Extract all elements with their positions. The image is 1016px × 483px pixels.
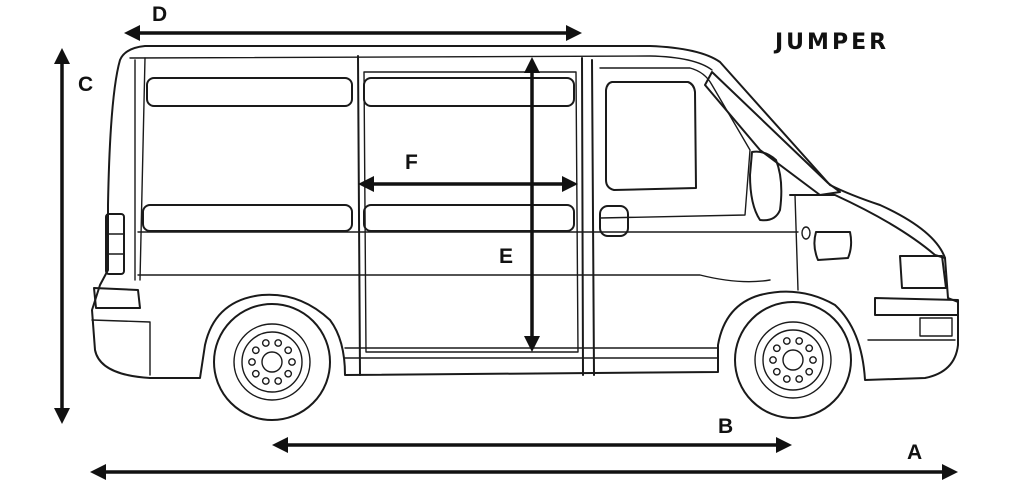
dimension-label-f: F — [405, 151, 418, 174]
wheel-lug-hole — [251, 346, 260, 355]
wheel-lug-hole — [809, 356, 817, 364]
slide-door-inner — [363, 71, 579, 353]
arrow-b — [272, 437, 792, 453]
dimension-label-c: C — [78, 73, 94, 96]
wheel-lug-hole — [284, 369, 293, 378]
arrow-c — [54, 48, 70, 424]
lower-crease — [137, 274, 771, 283]
arrow-d — [124, 25, 582, 41]
wheel-lug-hole — [251, 369, 260, 378]
wheel-lug-hole — [772, 344, 781, 353]
wheel-lug-hole — [805, 344, 814, 353]
rear-bumper-lower — [91, 319, 151, 376]
tail-light — [105, 213, 125, 275]
brand-logo-text: JUMPER — [775, 30, 890, 55]
wheel-lug-hole — [772, 367, 781, 376]
arrow-a — [90, 464, 958, 480]
front-wheel — [734, 301, 852, 419]
wheel-lug-hole — [248, 358, 256, 366]
side-marker — [801, 226, 811, 240]
wheel-lug-hole — [805, 367, 814, 376]
rear-pillar-2 — [139, 57, 146, 281]
rear-bumper — [93, 287, 141, 309]
fog-light — [919, 317, 953, 337]
rear-window-lower — [142, 204, 353, 232]
wheel-lug-hole — [274, 339, 283, 347]
windshield — [704, 71, 841, 196]
wheel-lug-hole — [795, 337, 804, 345]
dimension-label-a: A — [907, 441, 923, 464]
arrow-f — [358, 176, 578, 192]
dimension-label-d: D — [152, 3, 168, 26]
wheel-lug-hole — [782, 375, 791, 383]
cab-window — [605, 81, 697, 191]
wheel-lug-hole — [769, 356, 777, 364]
body-outline — [91, 45, 959, 381]
wheel-lug-hole — [261, 339, 270, 347]
wheel-lug-hole — [782, 337, 791, 345]
rear-window-upper — [146, 77, 353, 107]
roof-line — [129, 55, 713, 71]
cab-window-frame — [599, 67, 751, 219]
slide-window-upper — [363, 77, 575, 107]
dimension-label-e: E — [499, 245, 514, 268]
wheel-lug-hole — [288, 358, 296, 366]
front-bumper — [874, 297, 959, 316]
door-seam-rear — [581, 57, 584, 376]
rear-wheel — [213, 303, 331, 421]
side-indicator — [813, 231, 853, 261]
headlight — [899, 255, 947, 289]
door-seam-front — [357, 55, 361, 376]
side-mirror — [749, 150, 783, 222]
cab-door-handle — [599, 205, 629, 237]
dimension-label-b: B — [718, 415, 734, 438]
tail-light-seg — [105, 233, 125, 255]
wheel-lug-hole — [284, 346, 293, 355]
fender-line — [794, 194, 799, 291]
cab-door-front-seam — [591, 59, 595, 376]
wheel-lug-hole — [261, 377, 270, 385]
wheel-lug-hole — [274, 377, 283, 385]
hood-line — [789, 194, 946, 259]
slide-window-lower — [363, 204, 575, 232]
arrow-e — [524, 57, 540, 352]
wheel-lug-hole — [795, 375, 804, 383]
